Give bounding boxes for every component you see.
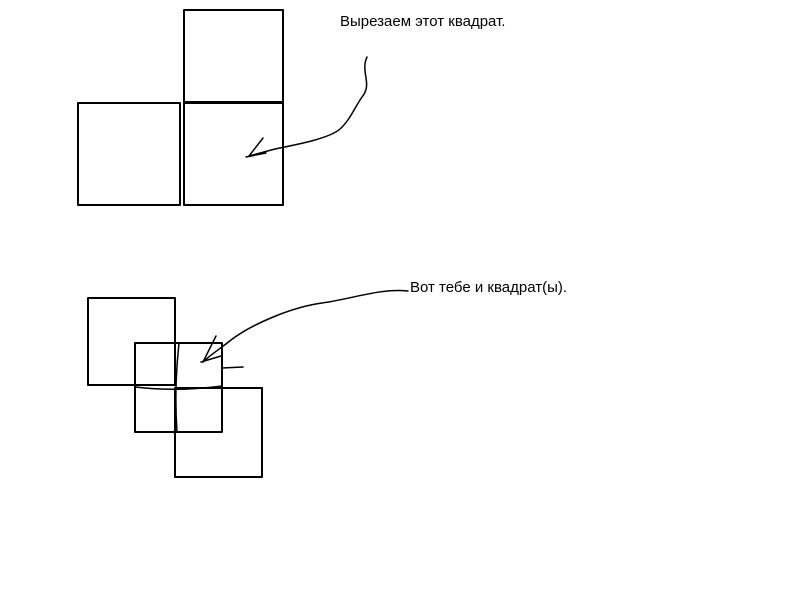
bottom-figure-lower-right-square (174, 387, 263, 478)
top-figure-upper-square (183, 9, 284, 103)
arrow-to-result-square (202, 289, 409, 363)
arrow-to-cut-square-head2-icon (245, 152, 267, 158)
arrow-to-result-square-head2-icon (200, 355, 222, 363)
bottom-figure-upper-left-square (87, 297, 176, 386)
center-square-vertical-cut (175, 342, 180, 433)
top-figure-right-square (183, 102, 284, 206)
arrow-to-cut-square-head-icon (248, 137, 264, 157)
arrow-to-result-square-head-icon (202, 335, 217, 363)
center-square-horizontal-cut (134, 385, 223, 390)
cut-square-caption: Вырезаем этот квадрат. (340, 13, 506, 30)
side-mark-line (221, 366, 244, 369)
result-square-caption: Вот тебе и квадрат(ы). (410, 279, 568, 296)
arrow-to-cut-square (248, 56, 368, 157)
top-figure-left-square (77, 102, 181, 206)
